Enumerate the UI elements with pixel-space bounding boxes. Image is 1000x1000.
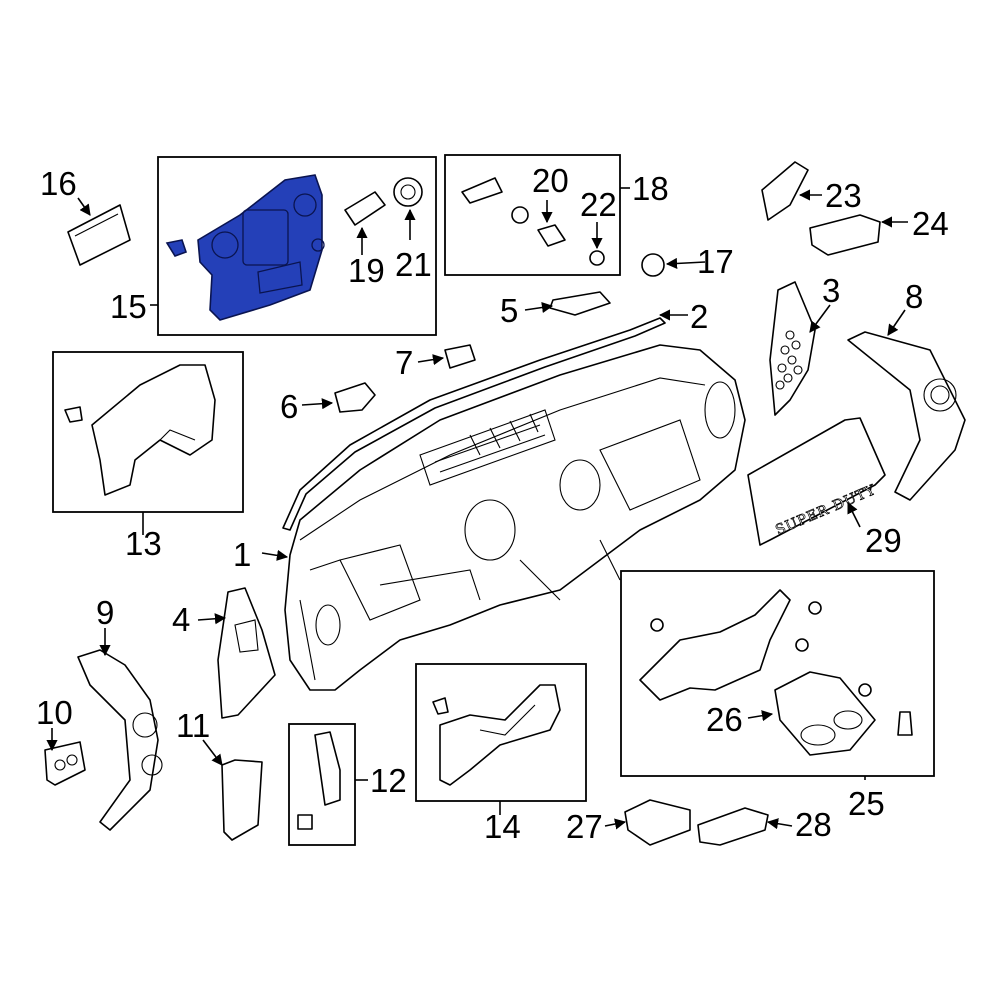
callout-24: 24 — [912, 205, 949, 242]
part-28-switch-panel — [697, 807, 769, 846]
callout-2: 2 — [690, 298, 708, 335]
callout-16: 16 — [40, 165, 77, 202]
callout-29: 29 — [865, 522, 902, 559]
part-16-display-module — [67, 204, 131, 266]
part-1-instrument-panel — [284, 344, 746, 691]
callout-22: 22 — [580, 186, 617, 223]
callout-23: 23 — [825, 177, 862, 214]
callout-15: 15 — [110, 288, 147, 325]
callout-8: 8 — [905, 278, 923, 315]
part-4-end-panel — [217, 587, 276, 719]
callout-28: 28 — [795, 806, 832, 843]
part-2-defroster-strip — [282, 317, 666, 531]
part-13-lower-cover — [64, 364, 216, 496]
part-12-brackets — [297, 731, 341, 830]
group-box-12 — [288, 723, 356, 846]
group-box-15 — [157, 156, 437, 336]
callout-11: 11 — [176, 707, 210, 744]
part-27-outlet — [624, 799, 691, 846]
part-18-grommet — [511, 206, 529, 224]
leader-lines — [46, 187, 908, 830]
callout-27: 27 — [566, 808, 603, 845]
callout-21: 21 — [395, 246, 432, 283]
callout-labels: 1 2 3 4 5 6 7 8 9 10 11 12 13 14 15 16 1… — [36, 162, 949, 845]
group-box-25 — [620, 570, 935, 777]
callout-25: 25 — [848, 785, 885, 822]
callout-5: 5 — [500, 292, 518, 329]
part-15-center-bezel-highlighted — [165, 174, 325, 321]
part-20-bulb-socket — [537, 224, 566, 247]
part-24-switch — [809, 214, 881, 256]
callout-14: 14 — [484, 808, 521, 845]
callout-18: 18 — [632, 170, 669, 207]
part-14-knee-bolster — [432, 684, 561, 786]
part-5-vent-cover — [549, 291, 611, 316]
part-23-bracket — [761, 161, 809, 221]
callout-3: 3 — [822, 272, 840, 309]
part-25-glove-box-assembly — [639, 589, 913, 736]
part-3-speaker-grille — [769, 281, 816, 416]
callout-19: 19 — [348, 252, 385, 289]
part-6-clip — [334, 382, 376, 413]
part-9-left-bezel — [77, 649, 163, 831]
part-21-socket — [393, 177, 423, 207]
part-11-kick-panel — [221, 759, 263, 841]
callout-1: 1 — [233, 536, 251, 573]
callout-7: 7 — [395, 344, 413, 381]
part-18-bracket — [461, 177, 503, 204]
callout-9: 9 — [96, 594, 114, 631]
callout-13: 13 — [125, 525, 162, 562]
callout-12: 12 — [370, 762, 407, 799]
part-10-switch-bezel — [44, 741, 86, 786]
group-box-13 — [52, 351, 244, 513]
group-box-14 — [415, 663, 587, 802]
callout-26: 26 — [706, 701, 743, 738]
part-22-bulb — [589, 250, 605, 266]
group-box-18 — [444, 154, 621, 276]
part-8-right-bezel — [847, 331, 966, 501]
part-26-cup-holder — [774, 671, 876, 756]
callout-6: 6 — [280, 388, 298, 425]
part-17-cap — [641, 253, 665, 277]
part-7-switch — [444, 344, 476, 369]
callout-10: 10 — [36, 694, 73, 731]
callout-20: 20 — [532, 162, 569, 199]
part-19-lighter — [344, 191, 386, 226]
callout-4: 4 — [172, 601, 190, 638]
callout-17: 17 — [697, 243, 734, 280]
